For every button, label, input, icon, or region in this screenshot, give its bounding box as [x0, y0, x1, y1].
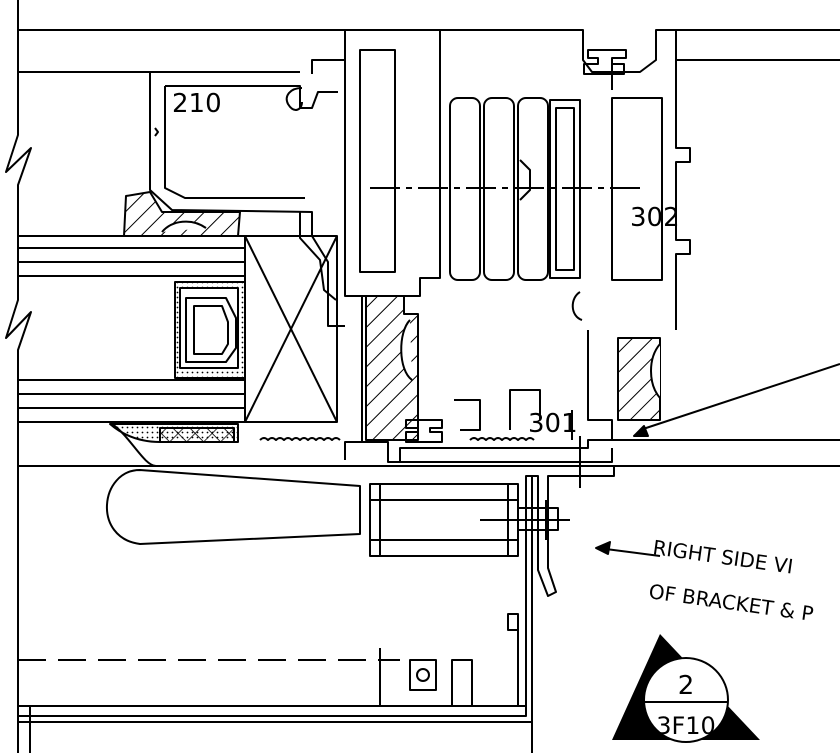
bottom-gasket [109, 423, 239, 467]
sill-serration [469, 437, 535, 441]
setting-block [244, 235, 338, 423]
break-line [5, 0, 32, 753]
note-line-2: OF BRACKET & P [647, 579, 815, 626]
sash-profile-210 [149, 72, 345, 327]
thermal-break-left [365, 295, 419, 441]
bracket [18, 436, 615, 717]
section-marker [612, 634, 760, 743]
sill-gasket [405, 419, 443, 443]
section-number: 2 [678, 671, 695, 701]
note-line-1: RIGHT SIDE VI [651, 535, 794, 578]
glazing-unit-302 [370, 97, 640, 281]
top-gasket [583, 49, 627, 75]
label-301: 301 [528, 409, 578, 439]
thermal-break-right [587, 330, 661, 440]
label-302: 302 [630, 203, 680, 233]
leader-arrow-right [633, 425, 649, 437]
lower-interior [18, 476, 533, 753]
top-wedge-gasket [123, 191, 241, 237]
sash-serration [259, 437, 341, 441]
right-frame [571, 60, 691, 330]
handle-lever [105, 469, 570, 557]
head-frame [18, 29, 840, 74]
leader-arrow-note [595, 541, 611, 555]
section-sheet: 3F10 [656, 712, 716, 740]
glass-pane [18, 235, 246, 423]
label-210: 210 [172, 89, 222, 119]
